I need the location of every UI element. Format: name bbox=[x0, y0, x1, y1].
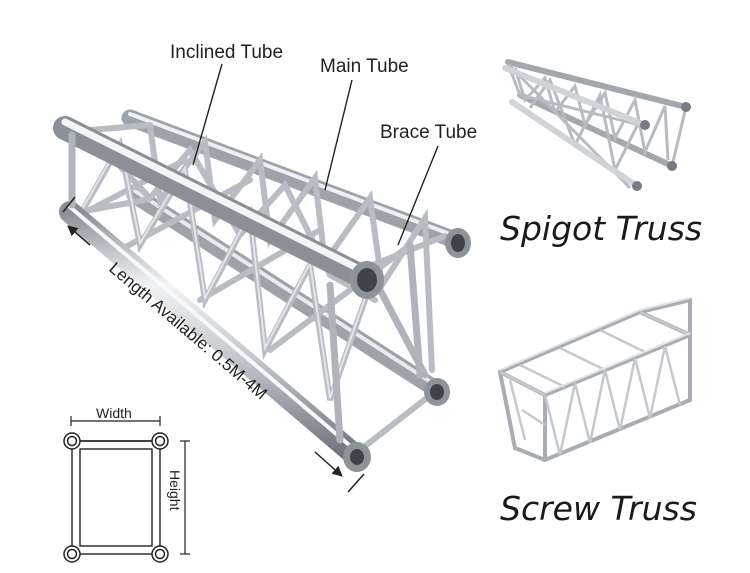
label-screw-truss: Screw Truss bbox=[500, 489, 697, 528]
label-height: Height bbox=[167, 470, 183, 511]
tube-front-bottom bbox=[59, 201, 366, 466]
cross-section-diagram: Width Height bbox=[63, 405, 190, 563]
label-brace-tube: Brace Tube bbox=[380, 122, 477, 143]
label-length: Length Available: 0.5M-4M bbox=[105, 259, 270, 404]
screw-truss-illustration bbox=[498, 297, 692, 463]
label-inclined-tube: Inclined Tube bbox=[170, 42, 283, 63]
label-spigot-truss: Spigot Truss bbox=[500, 209, 702, 248]
tube-back-top bbox=[121, 109, 464, 249]
main-truss-illustration bbox=[53, 109, 471, 472]
spigot-truss-illustration bbox=[502, 59, 691, 191]
length-arrow-end bbox=[314, 451, 343, 477]
length-arrow-start bbox=[67, 225, 91, 246]
tube-back-bottom bbox=[126, 186, 446, 399]
tube-front-top bbox=[53, 116, 377, 290]
label-width: Width bbox=[96, 405, 132, 421]
tube-end-caps bbox=[343, 228, 471, 472]
label-main-tube: Main Tube bbox=[320, 56, 409, 77]
